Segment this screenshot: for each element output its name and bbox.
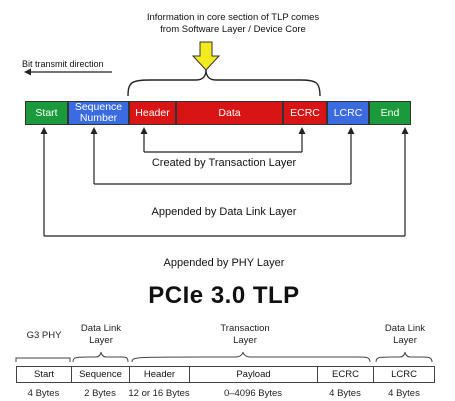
phy-layer-label: Appended by PHY Layer — [163, 257, 285, 269]
packet-cell-lcrc: LCRC — [327, 101, 369, 125]
data-link-layer-label: Appended by Data Link Layer — [151, 206, 297, 218]
group-transaction-line1: Transaction — [220, 323, 270, 334]
top-note: Information in core section of TLP comes… — [118, 12, 348, 36]
group-g3-phy-line1: G3 PHY — [26, 330, 62, 341]
transaction-layer-label: Created by Transaction Layer — [151, 157, 297, 169]
transaction-layer-bracket — [140, 127, 306, 153]
group-data-link-1-line1: Data Link — [80, 323, 122, 334]
core-section-brace — [127, 69, 321, 97]
top-note-line1: Information in core section of TLP comes — [146, 12, 320, 23]
packet-cell-start: Start — [25, 101, 68, 125]
packet-cell-data: Data — [176, 101, 283, 125]
table-field-sequence: Sequence — [71, 366, 129, 383]
top-note-line2: from Software Layer / Device Core — [160, 24, 306, 35]
size-sequence: 2 Bytes — [84, 388, 116, 399]
data-link-layer-bracket — [90, 127, 355, 185]
table-field-header: Header — [129, 366, 189, 383]
table-field-start: Start — [16, 366, 71, 383]
group-data-link-2-line2: Layer — [393, 335, 417, 346]
packet-cell-ecrc: ECRC — [283, 101, 327, 125]
packet-cell-header: Header — [129, 101, 176, 125]
group-data-link-1-line2: Layer — [89, 335, 113, 346]
bit-direction-arrow — [24, 68, 112, 76]
group-transaction: Transaction Layer — [200, 323, 290, 347]
size-payload: 0–4096 Bytes — [223, 388, 283, 399]
table-group-braces — [15, 351, 433, 363]
table-field-ecrc: ECRC — [317, 366, 373, 383]
size-lcrc: 4 Bytes — [388, 388, 420, 399]
size-start: 4 Bytes — [27, 388, 60, 399]
group-g3-phy: G3 PHY — [16, 330, 72, 342]
group-transaction-line2: Layer — [233, 335, 257, 346]
size-header: 12 or 16 Bytes — [128, 388, 190, 399]
packet-cell-end: End — [369, 101, 411, 125]
page-title: PCIe 3.0 TLP — [148, 282, 300, 309]
phy-layer-bracket — [40, 127, 409, 237]
size-ecrc: 4 Bytes — [329, 388, 361, 399]
bit-direction-label: Bit transmit direction — [22, 59, 104, 69]
group-data-link-1: Data Link Layer — [72, 323, 130, 347]
group-data-link-2-line1: Data Link — [384, 323, 426, 334]
yellow-down-arrow — [191, 41, 221, 71]
group-data-link-2: Data Link Layer — [376, 323, 434, 347]
table-field-payload: Payload — [189, 366, 317, 383]
packet-cell-sequence-number: Sequence Number — [68, 101, 129, 125]
table-field-lcrc: LCRC — [373, 366, 435, 383]
